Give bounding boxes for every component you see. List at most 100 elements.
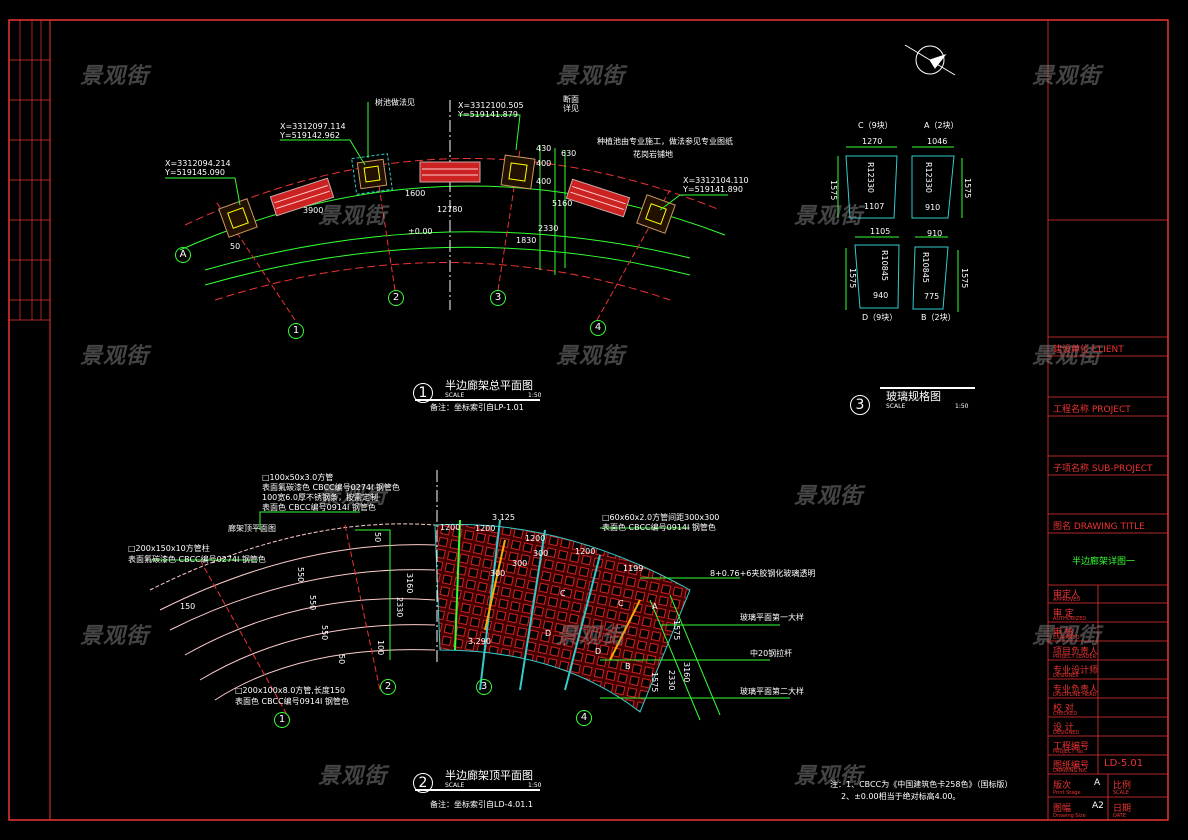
dim: 430	[536, 144, 552, 153]
revision-value: A	[1094, 778, 1101, 788]
dim: 2330	[667, 670, 676, 691]
dim: 5160	[552, 199, 573, 208]
dim: 150	[180, 602, 196, 611]
view-title: 玻璃规格图	[886, 390, 941, 403]
dim: 1107	[864, 202, 885, 211]
coord-x: X=3312104.110	[683, 176, 749, 185]
view-title: 半边廊架总平面图	[445, 379, 533, 392]
panel-label: C	[560, 589, 566, 598]
sign-row-en: PROJECT No.	[1053, 749, 1085, 755]
axis-bubble: 4	[576, 710, 592, 726]
dim: 400	[536, 159, 552, 168]
sign-row-en: DRAWING No.	[1053, 768, 1088, 774]
general-note: 2、±0.00相当于绝对标高4.00。	[841, 792, 961, 801]
dim: 1199	[623, 564, 644, 573]
sign-row-en: DISCIPLINE HEAD	[1053, 692, 1097, 698]
coord-y: Y=519142.962	[280, 131, 340, 140]
axis-bubble: 4	[590, 320, 606, 336]
piece-name: C（9块）	[858, 121, 893, 130]
drawing-number: LD-5.01	[1104, 758, 1144, 769]
north-arrow	[904, 44, 956, 76]
elevation: 3.290	[468, 637, 491, 646]
dim: 1575	[963, 178, 972, 199]
axis-bubble: 2	[380, 679, 396, 695]
watermark: 景观街	[80, 64, 150, 89]
callout: 详见	[563, 104, 579, 113]
radius: R10845	[880, 250, 889, 282]
dim: 910	[925, 203, 941, 212]
date-label: 日期	[1113, 804, 1132, 814]
callout: 中20钢拉杆	[750, 649, 793, 658]
watermark: 景观街	[794, 484, 864, 509]
callout: 玻璃平面第二大样	[740, 687, 804, 696]
scale-label: SCALE	[445, 392, 465, 399]
scale-label: SCALE	[445, 782, 465, 789]
piece-name: B（2块）	[921, 313, 956, 322]
dim: 1575	[650, 672, 659, 693]
plan1-geometry	[165, 100, 728, 321]
watermark: 景观街	[794, 764, 864, 789]
scale-en: SCALE	[1113, 790, 1130, 796]
axis-bubble: 3	[490, 290, 506, 306]
dim: 50	[230, 242, 241, 251]
watermark: 景观街	[1032, 624, 1102, 649]
axis-bubble: 2	[388, 290, 404, 306]
callout: 表面色 CBCC编号0914I 钢管色	[262, 503, 376, 512]
sign-row: 专业设计师	[1053, 666, 1099, 676]
dim: 1200	[575, 547, 596, 556]
watermark: 景观街	[556, 64, 626, 89]
view-note: 备注：坐标索引自LD-4.01.1	[430, 800, 533, 809]
client-label: 建设单位 CLIENT	[1053, 345, 1124, 355]
dim: 1200	[525, 534, 546, 543]
coord-y: Y=519141.879	[458, 110, 518, 119]
axis-bubble: 1	[274, 712, 290, 728]
drawing-title: 半边廊架详图一	[1072, 557, 1136, 567]
watermark: 景观街	[318, 764, 388, 789]
view-number: 1	[413, 383, 433, 403]
view-number: 3	[850, 395, 870, 415]
callout: 8+0.76+6夹胶钢化玻璃透明	[710, 569, 816, 578]
watermark: 景观街	[318, 204, 388, 229]
dim: 1575	[960, 268, 969, 289]
callout: 100宽6.0厚不锈钢条，按需定制	[262, 493, 378, 502]
watermark: 景观街	[80, 344, 150, 369]
sign-row: 专业负责人	[1053, 685, 1099, 695]
sign-row-en: AUTHORIZED	[1053, 616, 1087, 622]
dim: 1105	[870, 227, 891, 236]
piece-name: D（9块）	[862, 313, 898, 322]
callout: □200x150x10方管柱	[128, 544, 210, 553]
callout: 表面氟碳漆色 CBCC编号0274I 钢管色	[262, 483, 400, 492]
sign-row: 审 核	[1053, 628, 1074, 638]
sign-row: 审 定	[1053, 609, 1074, 619]
axis-bubble: A	[175, 247, 191, 263]
revision-en: Print Stage	[1053, 790, 1081, 796]
left-strip	[9, 20, 50, 321]
project-label: 工程名称 PROJECT	[1053, 405, 1131, 415]
dim: 300	[512, 559, 528, 568]
size-en: Drawing Size	[1053, 813, 1086, 819]
sign-row-en: DESIGNED	[1053, 730, 1080, 736]
dim: 2330	[538, 224, 559, 233]
inner-frame	[49, 19, 1169, 821]
callout: 花岗岩铺地	[633, 150, 673, 159]
sign-row: 审定人	[1053, 590, 1081, 600]
dim: 3160	[405, 573, 414, 594]
dim: 630	[561, 149, 577, 158]
view-number: 2	[413, 773, 433, 793]
sign-row-en: DESIGNER	[1053, 673, 1079, 679]
size-label: 图幅	[1053, 804, 1072, 814]
dim: 775	[924, 292, 940, 301]
dim: 550	[296, 567, 305, 583]
callout: □100x50x3.0方管	[262, 473, 334, 482]
sign-row: 设 计	[1053, 723, 1074, 733]
coord-y: Y=519145.090	[165, 168, 225, 177]
scale-value: 1:50	[528, 782, 542, 789]
watermark: 景观街	[1032, 64, 1102, 89]
watermark: 景观街	[318, 484, 388, 509]
sign-row: 工程编号	[1053, 742, 1090, 752]
revision-label: 版次	[1053, 781, 1072, 791]
dim: 1600	[405, 189, 426, 198]
piece-name: A（2块）	[924, 121, 959, 130]
scale-value: 1:50	[528, 392, 542, 399]
elevation: 3.125	[492, 513, 515, 522]
